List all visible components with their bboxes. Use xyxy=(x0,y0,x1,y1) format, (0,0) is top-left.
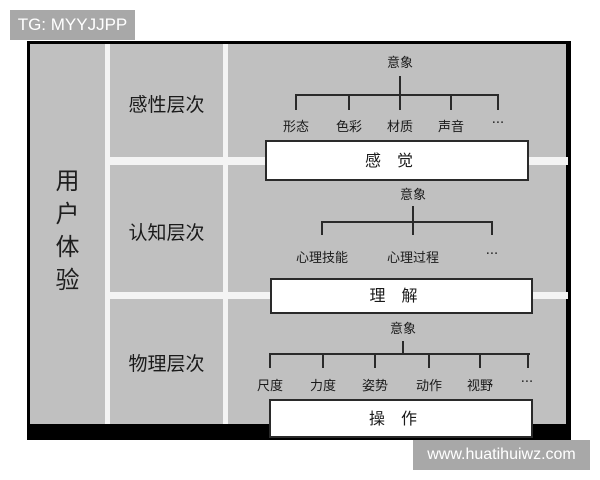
result-box-operation: 操作 xyxy=(269,399,533,438)
tree-parent-node: 意象 xyxy=(389,322,416,337)
tree-tick xyxy=(269,353,271,368)
root-label: 用 户 体 验 xyxy=(30,165,105,297)
root-char: 验 xyxy=(55,266,80,294)
tree-tick xyxy=(527,353,529,368)
tree-tick xyxy=(322,353,324,368)
tree-stem xyxy=(402,341,404,355)
tree-child-node: 声音 xyxy=(437,120,464,135)
column-divider xyxy=(105,44,110,424)
root-cell xyxy=(30,44,105,424)
tree-tick xyxy=(412,221,414,235)
tree-stem xyxy=(399,76,401,96)
level-cell-cognitive xyxy=(110,165,223,292)
tree-child-node: 形态 xyxy=(282,120,309,135)
tree-child-node: ··· xyxy=(491,116,505,131)
result-box-understanding: 理解 xyxy=(270,278,533,314)
watermark-bottom: www.huatihuiwz.com xyxy=(413,440,590,470)
tree-tick xyxy=(450,94,452,110)
tree-child-node: 心理技能 xyxy=(295,251,348,266)
tree-tick xyxy=(479,353,481,368)
level-label-perceptual: 感性层次 xyxy=(128,94,205,116)
tree-child-node: 力度 xyxy=(309,379,336,394)
tree-tick xyxy=(295,94,297,110)
root-char: 户 xyxy=(55,200,80,228)
tree-tick xyxy=(348,94,350,110)
tree-tick xyxy=(321,221,323,235)
root-char: 用 xyxy=(55,167,80,195)
tree-tick xyxy=(428,353,430,368)
tree-child-node: 材质 xyxy=(386,120,413,135)
tree-parent-node: 意象 xyxy=(399,188,426,203)
column-divider xyxy=(223,44,228,424)
tree-bar xyxy=(321,221,493,223)
level-cell-physical xyxy=(110,299,223,424)
tree-child-node: 色彩 xyxy=(335,120,362,135)
watermark-top: TG: MYYJJPP xyxy=(10,10,135,40)
tree-tick xyxy=(374,353,376,368)
detail-cell-cognitive xyxy=(228,165,566,292)
tree-child-node: ··· xyxy=(520,375,534,390)
level-cell-perceptual xyxy=(110,44,223,157)
tree-bar xyxy=(295,94,499,96)
tree-child-node: 动作 xyxy=(415,379,442,394)
root-char: 体 xyxy=(55,233,80,261)
level-label-cognitive: 认知层次 xyxy=(128,222,205,244)
tree-parent-node: 意象 xyxy=(386,56,413,71)
tree-child-node: 心理过程 xyxy=(386,251,439,266)
tree-stem xyxy=(412,206,414,223)
tree-child-node: ··· xyxy=(485,247,499,262)
tree-tick xyxy=(497,94,499,110)
tree-child-node: 姿势 xyxy=(361,379,388,394)
tree-child-node: 视野 xyxy=(466,379,493,394)
tree-tick xyxy=(491,221,493,235)
level-label-physical: 物理层次 xyxy=(128,353,205,375)
tree-bar xyxy=(269,353,530,355)
detail-cell-perceptual xyxy=(228,44,566,157)
tree-child-node: 尺度 xyxy=(256,379,283,394)
tree-tick xyxy=(399,94,401,110)
result-box-perception: 感觉 xyxy=(265,140,529,181)
